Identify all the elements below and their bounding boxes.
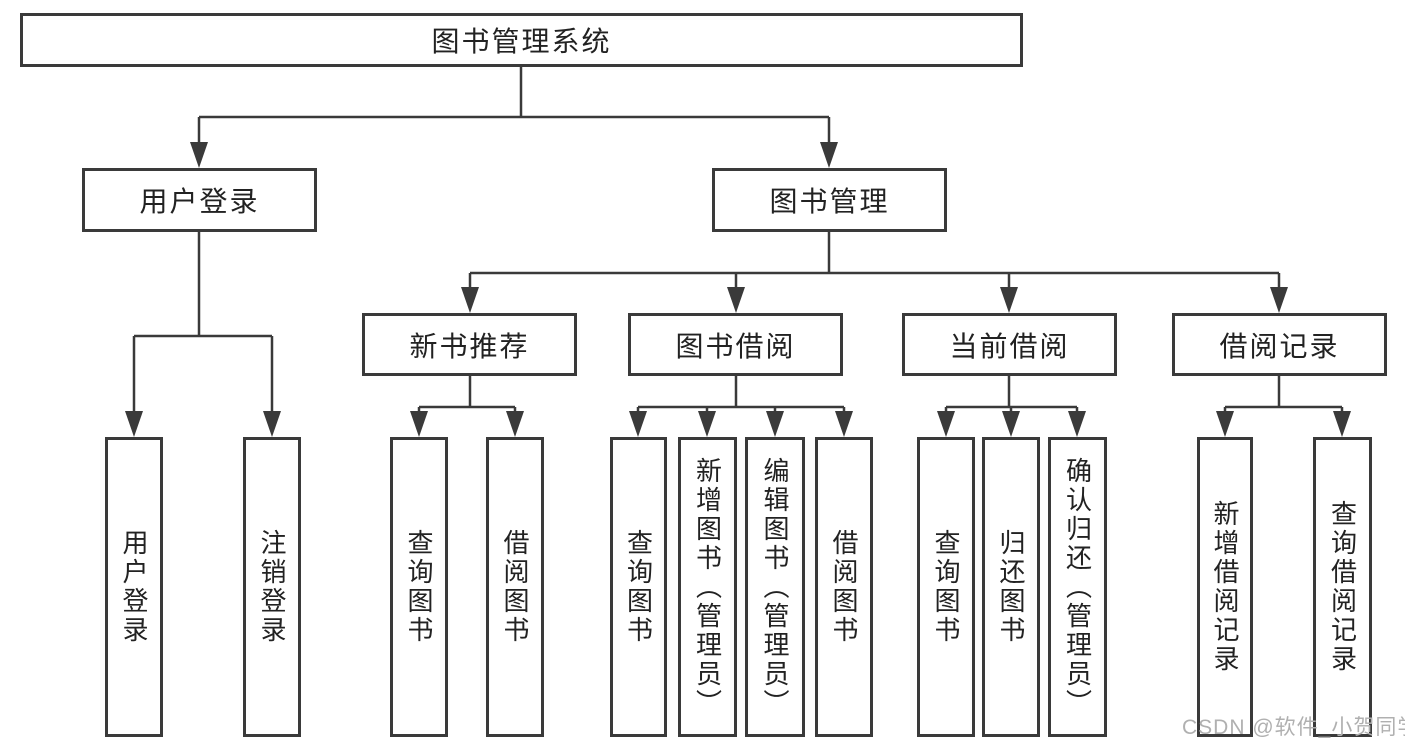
node-borrow-record: 借阅记录 <box>1172 313 1387 376</box>
leaf-label: 新增借阅记录 <box>1210 500 1240 674</box>
connector-newbookrec-to-leaves <box>417 376 517 415</box>
leaf-borrow-book-borrow: 借阅图书 <box>815 437 873 737</box>
connector-root-to-level2 <box>197 67 831 146</box>
node-book-borrow: 图书借阅 <box>628 313 843 376</box>
node-root-label: 图书管理系统 <box>431 26 612 57</box>
leaf-user-login: 用户登录 <box>105 437 163 737</box>
connector-currentborrow-to-leaves <box>944 376 1079 415</box>
leaf-query-book-rec: 查询图书 <box>390 437 448 737</box>
leaf-borrow-book-rec: 借阅图书 <box>486 437 544 737</box>
csdn-watermark: CSDN @软件_小贺同学 <box>1182 716 1405 739</box>
leaf-logout: 注销登录 <box>243 437 301 737</box>
node-book-mgmt-label: 图书管理 <box>769 186 890 217</box>
leaf-label: 借阅图书 <box>829 529 859 645</box>
leaf-label: 编辑图书（管理员） <box>760 456 790 718</box>
node-user-login-label: 用户登录 <box>139 186 260 217</box>
node-new-book-rec: 新书推荐 <box>362 313 577 376</box>
connector-bookborrow-to-leaves <box>636 376 846 415</box>
node-borrow-record-label: 借阅记录 <box>1219 330 1340 362</box>
node-current-borrow-label: 当前借阅 <box>949 330 1070 362</box>
leaf-label: 查询图书 <box>931 529 961 645</box>
leaf-query-book-borrow: 查询图书 <box>610 437 667 737</box>
leaf-label: 新增图书（管理员） <box>692 456 723 718</box>
leaf-edit-book-admin: 编辑图书（管理员） <box>745 437 805 737</box>
leaf-query-book-current: 查询图书 <box>917 437 975 737</box>
leaf-label: 查询图书 <box>623 529 654 645</box>
node-new-book-rec-label: 新书推荐 <box>409 330 530 362</box>
connector-userlogin-to-leaves <box>132 232 274 415</box>
leaf-label: 借阅图书 <box>500 529 530 645</box>
node-root: 图书管理系统 <box>20 13 1023 67</box>
leaf-return-book: 归还图书 <box>982 437 1040 737</box>
leaf-label: 注销登录 <box>257 529 287 645</box>
leaf-label: 查询图书 <box>404 529 434 645</box>
leaf-query-borrow-record: 查询借阅记录 <box>1313 437 1372 737</box>
leaf-add-borrow-record: 新增借阅记录 <box>1197 437 1253 737</box>
connector-borrowrecord-to-leaves <box>1223 376 1344 415</box>
leaf-label: 用户登录 <box>119 529 149 645</box>
node-user-login: 用户登录 <box>82 168 317 232</box>
leaf-label: 查询借阅记录 <box>1327 500 1358 674</box>
leaf-label: 确认归还（管理员） <box>1062 456 1093 718</box>
connector-bookmgmt-to-level3 <box>468 232 1281 291</box>
leaf-add-book-admin: 新增图书（管理员） <box>678 437 737 737</box>
node-book-mgmt: 图书管理 <box>712 168 947 232</box>
node-current-borrow: 当前借阅 <box>902 313 1117 376</box>
leaf-confirm-return-admin: 确认归还（管理员） <box>1048 437 1107 737</box>
leaf-label: 归还图书 <box>996 529 1026 645</box>
node-book-borrow-label: 图书借阅 <box>675 330 796 362</box>
